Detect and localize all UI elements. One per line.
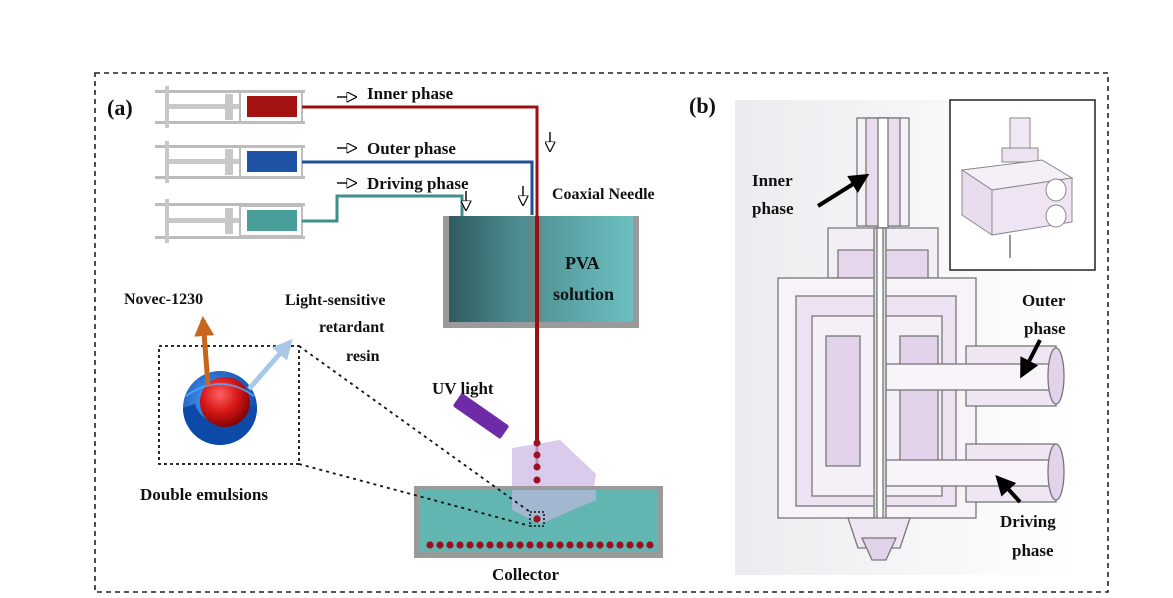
driving-phase-tube bbox=[302, 194, 464, 223]
zoom-line-bottom bbox=[298, 463, 531, 527]
zoom-source-box bbox=[529, 511, 545, 527]
driving-phase-pointer-icon bbox=[995, 475, 1022, 504]
panel-b-tag: (b) bbox=[689, 93, 716, 118]
collected-droplets bbox=[426, 515, 654, 549]
inner-phase-pointer-icon bbox=[816, 173, 870, 208]
collector-label: Collector bbox=[492, 565, 559, 584]
pva-tank bbox=[443, 216, 639, 328]
pva-label-line1: PVA bbox=[565, 253, 600, 273]
b-outer-line1: Outer bbox=[1022, 291, 1066, 310]
novec-arrow-icon bbox=[194, 316, 215, 386]
b-driving-line1: Driving bbox=[1000, 512, 1056, 531]
pva-label-line2: solution bbox=[553, 284, 614, 304]
b-inner-line1: Inner bbox=[752, 171, 793, 190]
zoom-line-top bbox=[298, 345, 531, 513]
emulsion-inset-box bbox=[158, 345, 300, 465]
resin-label-line2: retardant bbox=[319, 319, 385, 336]
cad-3d-view bbox=[960, 117, 1074, 258]
b-inner-line2: phase bbox=[752, 199, 794, 218]
uv-light-label: UV light bbox=[432, 379, 494, 398]
uv-lamp-icon bbox=[453, 393, 509, 439]
resin-label-line3: resin bbox=[346, 348, 380, 365]
syringe-driving bbox=[155, 199, 305, 243]
inner-phase-label: Inner phase bbox=[367, 84, 454, 103]
figure-frame bbox=[94, 72, 1109, 593]
syringe-outer bbox=[155, 141, 305, 183]
outer-phase-pointer-icon bbox=[1020, 339, 1042, 379]
b-driving-line2: phase bbox=[1012, 541, 1054, 560]
double-emulsion-icon bbox=[183, 371, 257, 445]
coaxial-needle-label: Coaxial Needle bbox=[552, 186, 655, 203]
resin-label-line1: Light-sensitive bbox=[285, 292, 385, 309]
driving-phase-label: Driving phase bbox=[367, 174, 469, 193]
double-emulsions-label: Double emulsions bbox=[140, 485, 268, 504]
syringe-inner bbox=[155, 86, 305, 128]
outer-phase-label: Outer phase bbox=[367, 139, 456, 158]
outer-phase-tube bbox=[302, 160, 534, 215]
panel-a-tag: (a) bbox=[107, 95, 133, 120]
resin-arrow-icon bbox=[247, 338, 293, 391]
b-outer-line2: phase bbox=[1024, 319, 1066, 338]
novec-label: Novec-1230 bbox=[124, 291, 203, 308]
cad-cross-section bbox=[777, 117, 1065, 561]
